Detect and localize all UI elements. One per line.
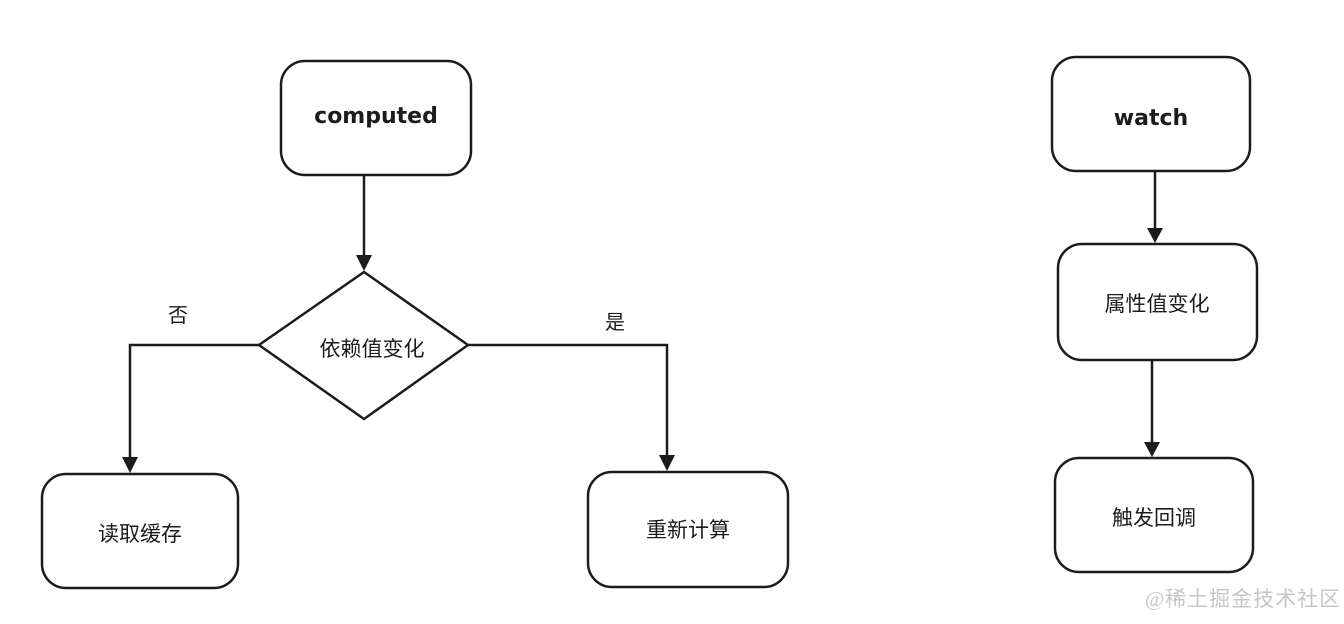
connector-line [128,343,259,458]
arrow-watch-to-property-change [1147,171,1163,243]
watch-node [1050,55,1252,173]
watch-node-label: watch [1114,106,1188,131]
computed-node [279,59,473,177]
read-cache-node-label: 读取缓存 [98,522,182,546]
computed-node-label: computed [314,104,438,129]
computed-flowchart: computed 依赖值变化 否 读取缓存 是 [40,59,790,590]
recompute-node-label: 重新计算 [646,518,730,542]
read-cache-node [40,472,240,590]
arrow-computed-to-decision [356,175,372,271]
arrowhead-down [122,457,138,473]
branch-yes-connector [468,343,675,471]
property-change-node-label: 属性值变化 [1105,292,1210,316]
watch-flowchart: watch 属性值变化 触发回调 [1050,55,1259,574]
arrowhead-down [1144,442,1160,457]
arrowhead-down [356,255,372,271]
trigger-callback-node [1053,456,1255,574]
recompute-node [586,470,790,589]
trigger-callback-node-label: 触发回调 [1112,506,1196,530]
arrow-property-change-to-callback [1144,361,1160,457]
decision-node [256,270,471,421]
branch-no-label: 否 [168,305,188,327]
decision-node-label: 依赖值变化 [320,337,425,361]
property-change-node [1056,242,1259,362]
branch-no-connector [122,343,259,473]
watermark: @稀土掘金技术社区 [1145,587,1341,611]
arrowhead-down [659,455,675,471]
connector-line [468,343,669,456]
arrowhead-down [1147,228,1163,243]
branch-yes-label: 是 [605,312,625,334]
